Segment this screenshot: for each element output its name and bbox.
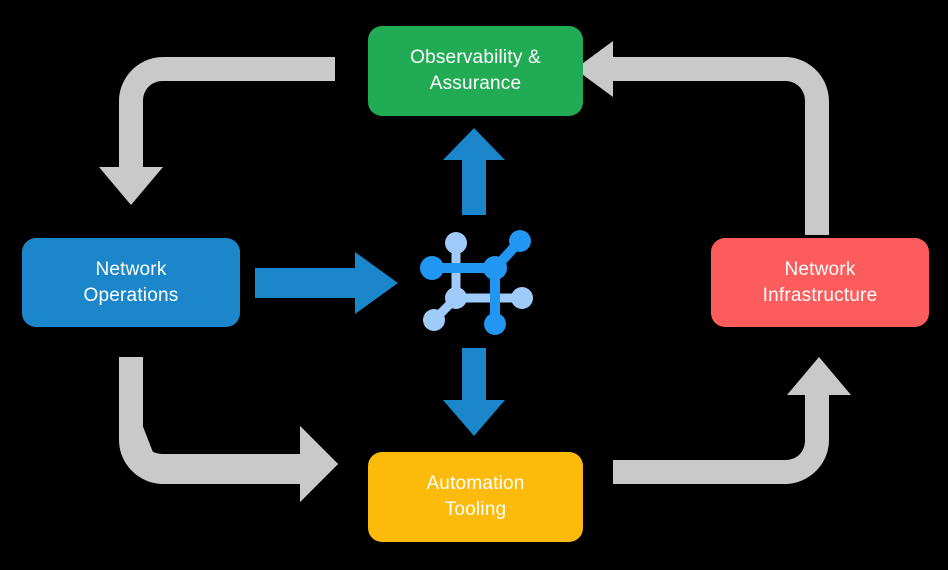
- arrow-operations-to-center: [255, 252, 398, 314]
- node-label-line2: Operations: [83, 284, 179, 306]
- node-label-line1: Network: [95, 258, 167, 280]
- node-box-observability[interactable]: Observability & Assurance: [368, 26, 583, 116]
- arrow-center-to-automation: [443, 348, 505, 436]
- node-label-line1: Observability &: [410, 47, 541, 69]
- node-label-automation: Automation Tooling: [426, 471, 524, 522]
- node-label-line2: Infrastructure: [762, 284, 878, 306]
- node-label-infrastructure: Network Infrastructure: [763, 257, 878, 308]
- arrow-observability-to-operations: [99, 57, 335, 205]
- node-label-operations: Network Operations: [84, 257, 179, 308]
- arrow-center-to-observability: [443, 128, 505, 215]
- node-label-line2: Tooling: [444, 499, 507, 520]
- arrow-operations-to-automation: [119, 357, 338, 502]
- node-box-operations[interactable]: Network Operations: [22, 238, 240, 327]
- node-label-observability: Observability & Assurance: [410, 45, 541, 96]
- node-label-line1: Automation: [426, 473, 525, 495]
- arrow-infrastructure-to-observability: [575, 41, 829, 235]
- arrow-automation-to-infrastructure: [613, 357, 851, 484]
- node-box-automation[interactable]: Automation Tooling: [368, 452, 583, 542]
- node-box-infrastructure[interactable]: Network Infrastructure: [711, 238, 929, 327]
- node-label-line1: Network: [784, 258, 856, 280]
- node-label-line2: Assurance: [429, 73, 522, 94]
